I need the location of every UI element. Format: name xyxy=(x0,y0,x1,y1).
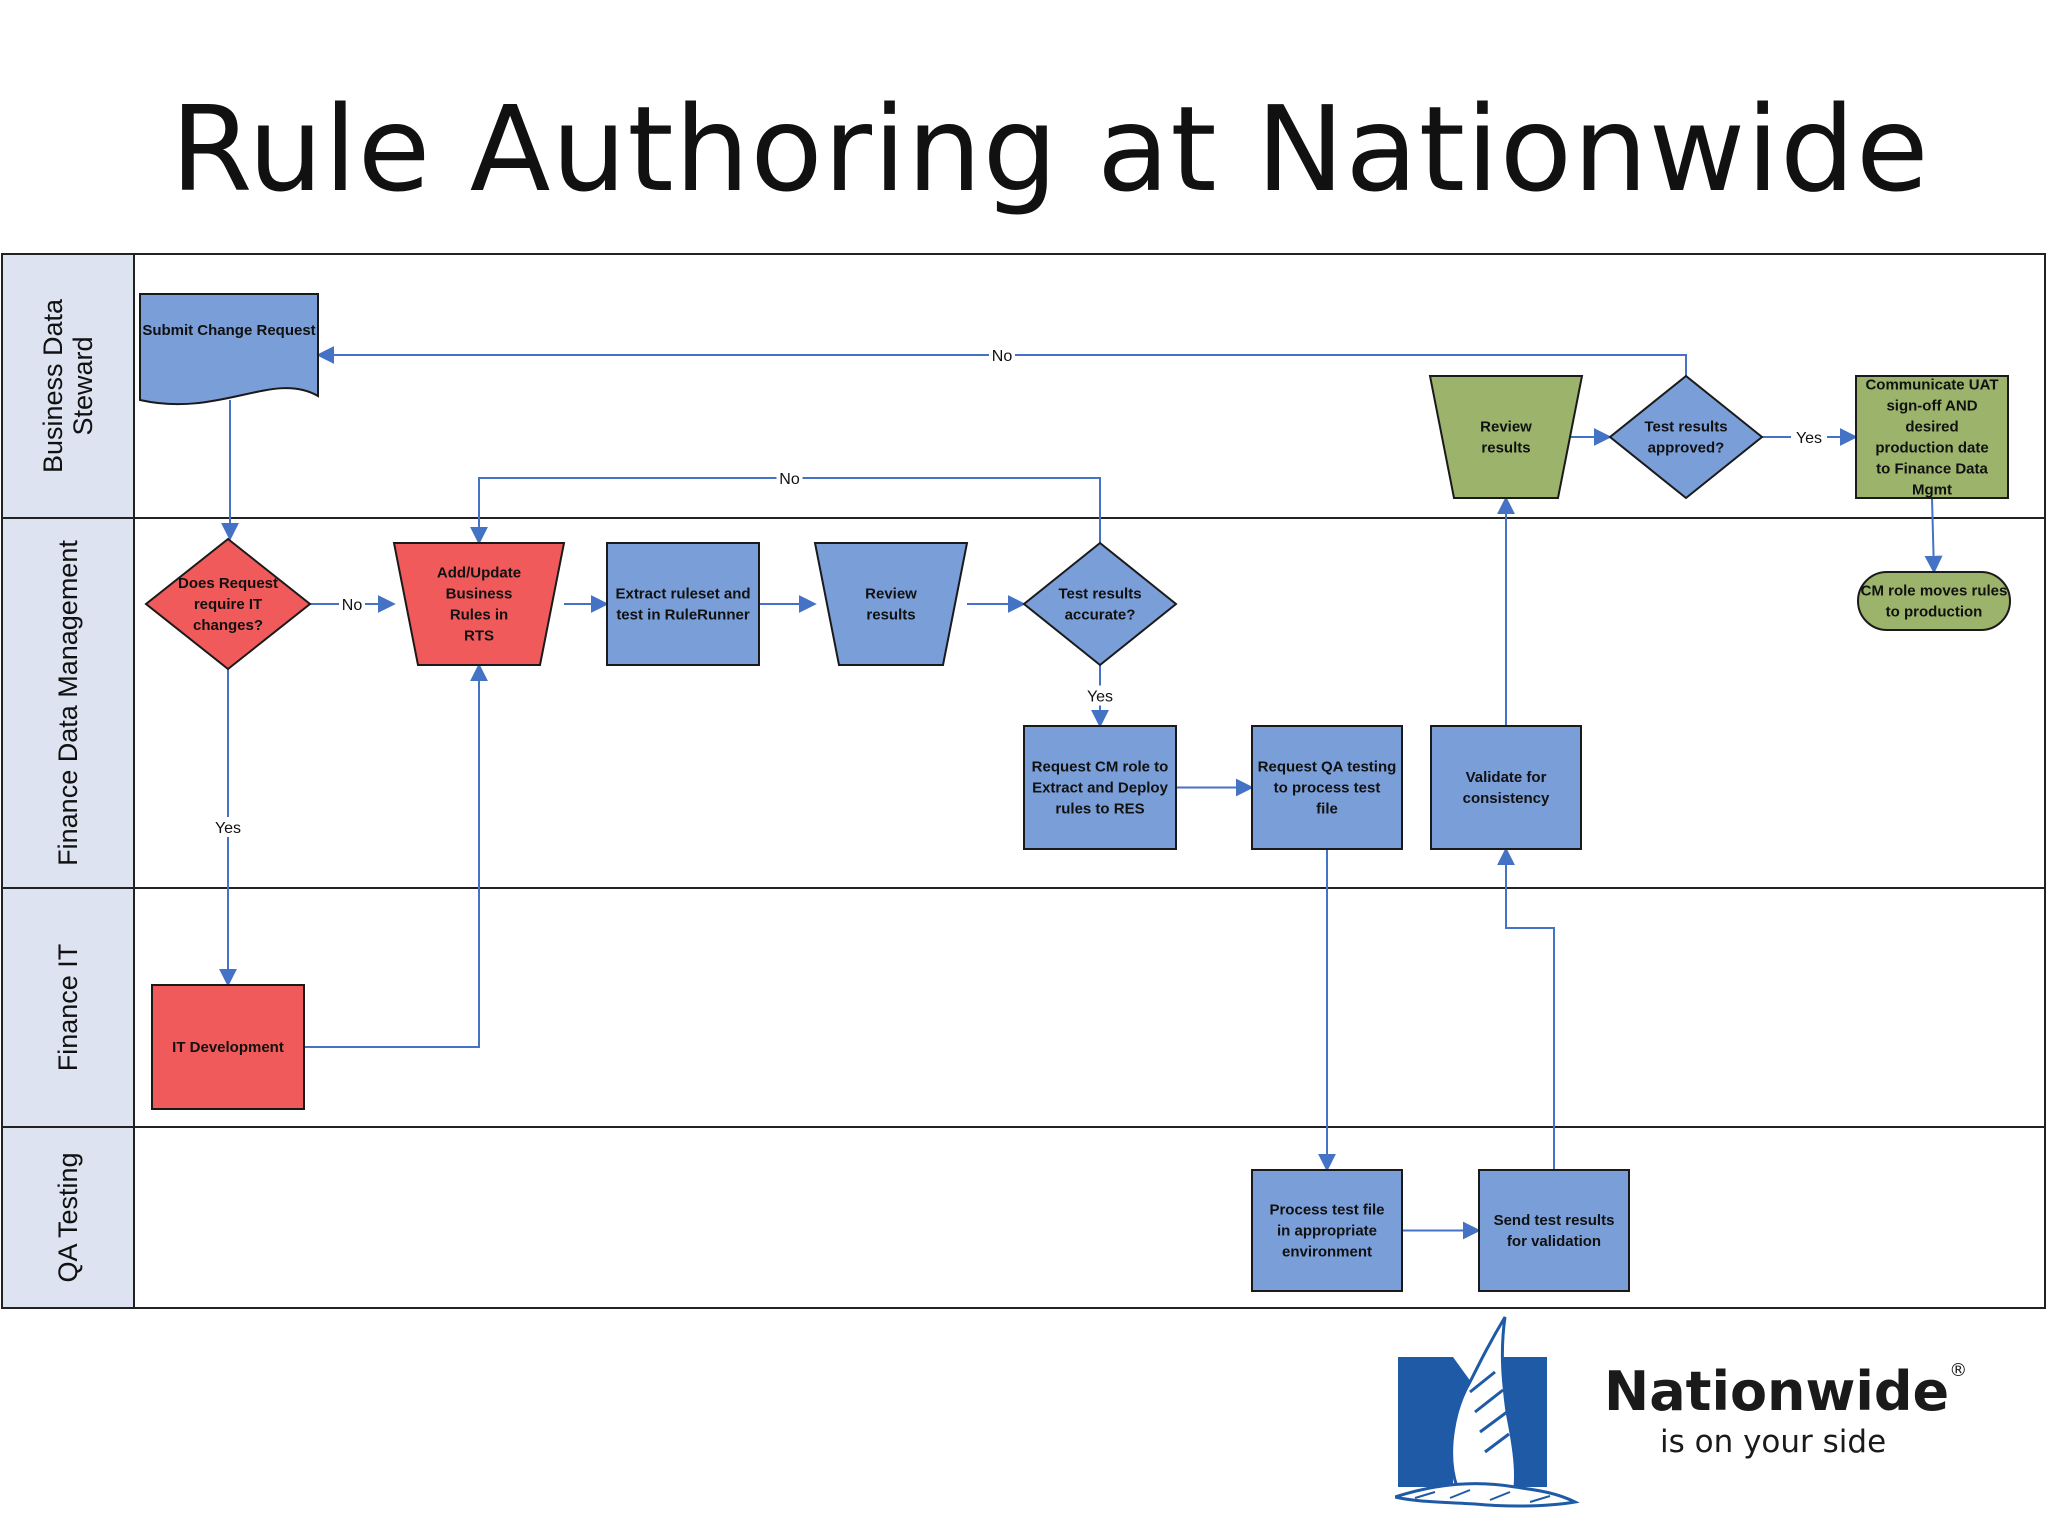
lane-body xyxy=(133,1126,2046,1309)
edge-accurate-to-addupdate: No xyxy=(470,468,1101,545)
trapezoid-shape xyxy=(813,542,969,666)
document-shape xyxy=(139,293,319,406)
edge-doesreq-to-itdev: Yes xyxy=(210,669,246,987)
lane-label: Business DataSteward xyxy=(38,298,98,473)
page-title: Rule Authoring at Nationwide xyxy=(170,80,1930,218)
brand-tagline: is on your side xyxy=(1660,1424,1887,1460)
rect-shape xyxy=(1430,725,1582,850)
edge-label-bg xyxy=(210,817,246,837)
lane-qa: QA Testing xyxy=(1,1126,2046,1309)
rect-shape xyxy=(1855,375,2009,499)
trapezoid-shape xyxy=(392,542,566,666)
edge-label-bg xyxy=(776,468,803,488)
edge-label-bg xyxy=(989,345,1015,365)
node-label: IT Development xyxy=(172,1039,284,1056)
edge-approved-to-submit: No xyxy=(316,345,1687,376)
node-label: Submit Change Request xyxy=(142,322,315,339)
edge-label: No xyxy=(992,348,1013,365)
eagle-n-logo-icon xyxy=(1395,1316,1580,1508)
lane-header xyxy=(1,1126,135,1309)
diamond-shape xyxy=(1022,541,1178,667)
edge-communicate-to-cmrole xyxy=(1924,497,1943,574)
edge-label: Yes xyxy=(1796,430,1822,447)
edge-label: No xyxy=(779,471,800,488)
edge-label-bg xyxy=(339,594,365,614)
edge-doesreq-to-addupdate: No xyxy=(310,594,396,614)
lane-fit: Finance IT xyxy=(1,887,2046,1128)
connector-line xyxy=(316,346,1687,376)
edge-label: Yes xyxy=(215,820,241,837)
edge-label: Yes xyxy=(1087,689,1113,706)
lane-bds: Business DataSteward xyxy=(1,253,2046,519)
rect-shape xyxy=(606,542,760,666)
lane-label: Finance IT xyxy=(53,944,83,1072)
lane-label: QA Testing xyxy=(53,1152,83,1282)
rect-shape xyxy=(1251,725,1403,850)
lane-label: Finance Data Management xyxy=(53,540,83,866)
edge-accurate-to-requestcm: Yes xyxy=(1082,665,1118,728)
lane-header xyxy=(1,253,135,519)
connector-line xyxy=(1497,847,1555,1170)
edge-label: No xyxy=(342,597,363,614)
rect-shape xyxy=(1478,1169,1630,1292)
brand-name: Nationwide® xyxy=(1604,1360,1968,1423)
lane-body xyxy=(133,253,2046,519)
lane-body xyxy=(133,887,2046,1128)
connector-line xyxy=(1924,497,1943,574)
connector-line xyxy=(304,663,488,1048)
terminator-shape xyxy=(1857,571,2011,631)
edge-sendtest-to-validate xyxy=(1497,847,1555,1170)
edge-label-bg xyxy=(1791,427,1827,447)
edge-label-bg xyxy=(1082,685,1118,706)
diamond-shape xyxy=(1608,374,1764,500)
rect-shape xyxy=(1023,725,1177,850)
edge-approved-to-communicate: Yes xyxy=(1762,427,1858,447)
nationwide-logo xyxy=(1395,1316,1580,1508)
trapezoid-shape xyxy=(1428,375,1584,499)
edge-itdev-to-addupdate xyxy=(304,663,488,1048)
node-submit: Submit Change Request xyxy=(139,293,319,406)
node-itdev: IT Development xyxy=(151,984,305,1110)
diamond-shape xyxy=(144,537,312,671)
rect-shape xyxy=(151,984,305,1110)
rect-shape xyxy=(1251,1169,1403,1292)
